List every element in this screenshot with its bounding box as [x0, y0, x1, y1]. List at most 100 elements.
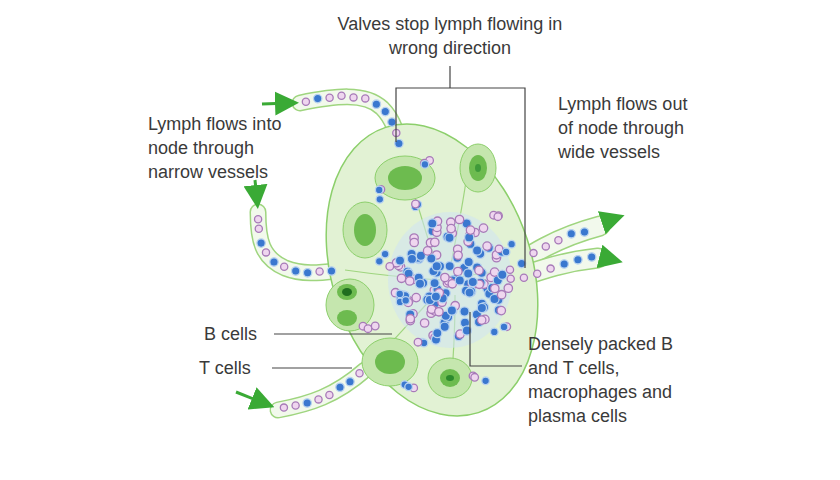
b-cell — [327, 267, 335, 275]
b-cell — [447, 306, 456, 315]
t-cell — [350, 94, 357, 101]
b-cell — [477, 303, 486, 312]
t-cell — [423, 247, 431, 255]
t-cell — [412, 200, 420, 208]
t-cell — [497, 291, 505, 299]
b-cell — [292, 267, 300, 275]
t-cell — [534, 270, 541, 277]
b-cell — [303, 399, 311, 407]
b-cell — [381, 250, 389, 258]
b-cell — [402, 297, 410, 305]
t-cell — [362, 95, 369, 102]
t-cell — [315, 396, 322, 403]
b-cell — [580, 228, 588, 236]
t-cell — [356, 370, 363, 377]
valve-bracket — [396, 66, 525, 268]
b-cell — [588, 253, 596, 261]
t-cell — [316, 268, 323, 275]
b-cell — [466, 288, 475, 297]
t-cell — [454, 251, 462, 259]
b-cell — [445, 262, 454, 271]
b-cell — [498, 270, 507, 279]
b-cell — [430, 279, 439, 288]
b-cell — [567, 230, 575, 238]
t-cell — [494, 213, 502, 221]
t-cell — [414, 338, 422, 346]
b-cell — [372, 100, 380, 108]
t-cell — [280, 404, 287, 411]
b-cell — [405, 383, 413, 391]
t-cell — [475, 266, 483, 274]
annotation-label: Lymph flows out of node through wide ves… — [558, 92, 690, 164]
t-cell — [454, 267, 462, 275]
b-cell — [375, 186, 383, 194]
t-cell — [435, 308, 443, 316]
b-cell — [433, 329, 442, 338]
b-cell — [464, 269, 473, 278]
leader-lines — [272, 312, 522, 368]
t-cell — [420, 319, 428, 327]
t-cell — [302, 98, 309, 105]
b-cell — [388, 118, 396, 126]
b-cell — [473, 246, 482, 255]
b-cell — [560, 260, 568, 268]
b-cell — [445, 233, 454, 242]
b-cell — [502, 248, 510, 256]
t-cell — [471, 374, 479, 382]
b-cell — [381, 107, 389, 115]
t-cell — [455, 215, 463, 223]
t-cell — [491, 284, 499, 292]
annotation-label: Valves stop lymph flowing in wrong direc… — [330, 12, 570, 60]
b-cell — [460, 307, 469, 316]
b-cell — [395, 256, 404, 265]
t-cell — [547, 265, 554, 272]
b-cell — [314, 94, 322, 102]
t-cell — [255, 225, 262, 232]
t-cell — [281, 263, 288, 270]
t-cell — [483, 242, 491, 250]
b-cell — [468, 277, 477, 286]
t-cell — [431, 238, 439, 246]
t-cell — [495, 245, 503, 253]
b-cell — [303, 269, 311, 277]
b-cell — [482, 377, 490, 385]
t-cell — [507, 275, 514, 282]
t-cell — [542, 243, 549, 250]
medulla-region — [388, 212, 512, 348]
t-cell — [292, 402, 299, 409]
t-cell — [338, 92, 345, 99]
b-cell — [432, 262, 441, 271]
t-cell — [386, 263, 394, 271]
annotation-label: Densely packed B and T cells, macrophage… — [528, 332, 693, 428]
t-cell — [364, 325, 372, 333]
b-cell — [376, 258, 384, 266]
t-cell — [397, 274, 405, 282]
t-cell — [466, 226, 474, 234]
b-cell — [455, 276, 464, 285]
annotation-label: B cells — [204, 322, 274, 346]
b-cell — [428, 219, 437, 228]
t-cell — [520, 274, 527, 281]
b-cell — [396, 290, 404, 298]
t-cell — [326, 94, 333, 101]
t-cell — [326, 391, 333, 398]
annotation-label: Lymph flows into node through narrow ves… — [148, 112, 313, 184]
b-cell — [415, 279, 424, 288]
b-cell — [574, 256, 582, 264]
t-cell — [506, 266, 513, 273]
t-cell — [262, 249, 269, 256]
t-cell — [406, 315, 414, 323]
b-cell — [421, 161, 429, 169]
t-cell — [412, 293, 420, 301]
t-cell — [410, 238, 418, 246]
b-cell — [270, 258, 278, 266]
t-cell — [530, 250, 537, 257]
b-cell — [500, 323, 508, 331]
annotation-label: T cells — [199, 356, 269, 380]
t-cell — [255, 216, 262, 223]
b-cell — [491, 328, 499, 336]
t-cell — [495, 212, 503, 220]
b-cell — [431, 292, 440, 301]
t-cell — [555, 237, 562, 244]
